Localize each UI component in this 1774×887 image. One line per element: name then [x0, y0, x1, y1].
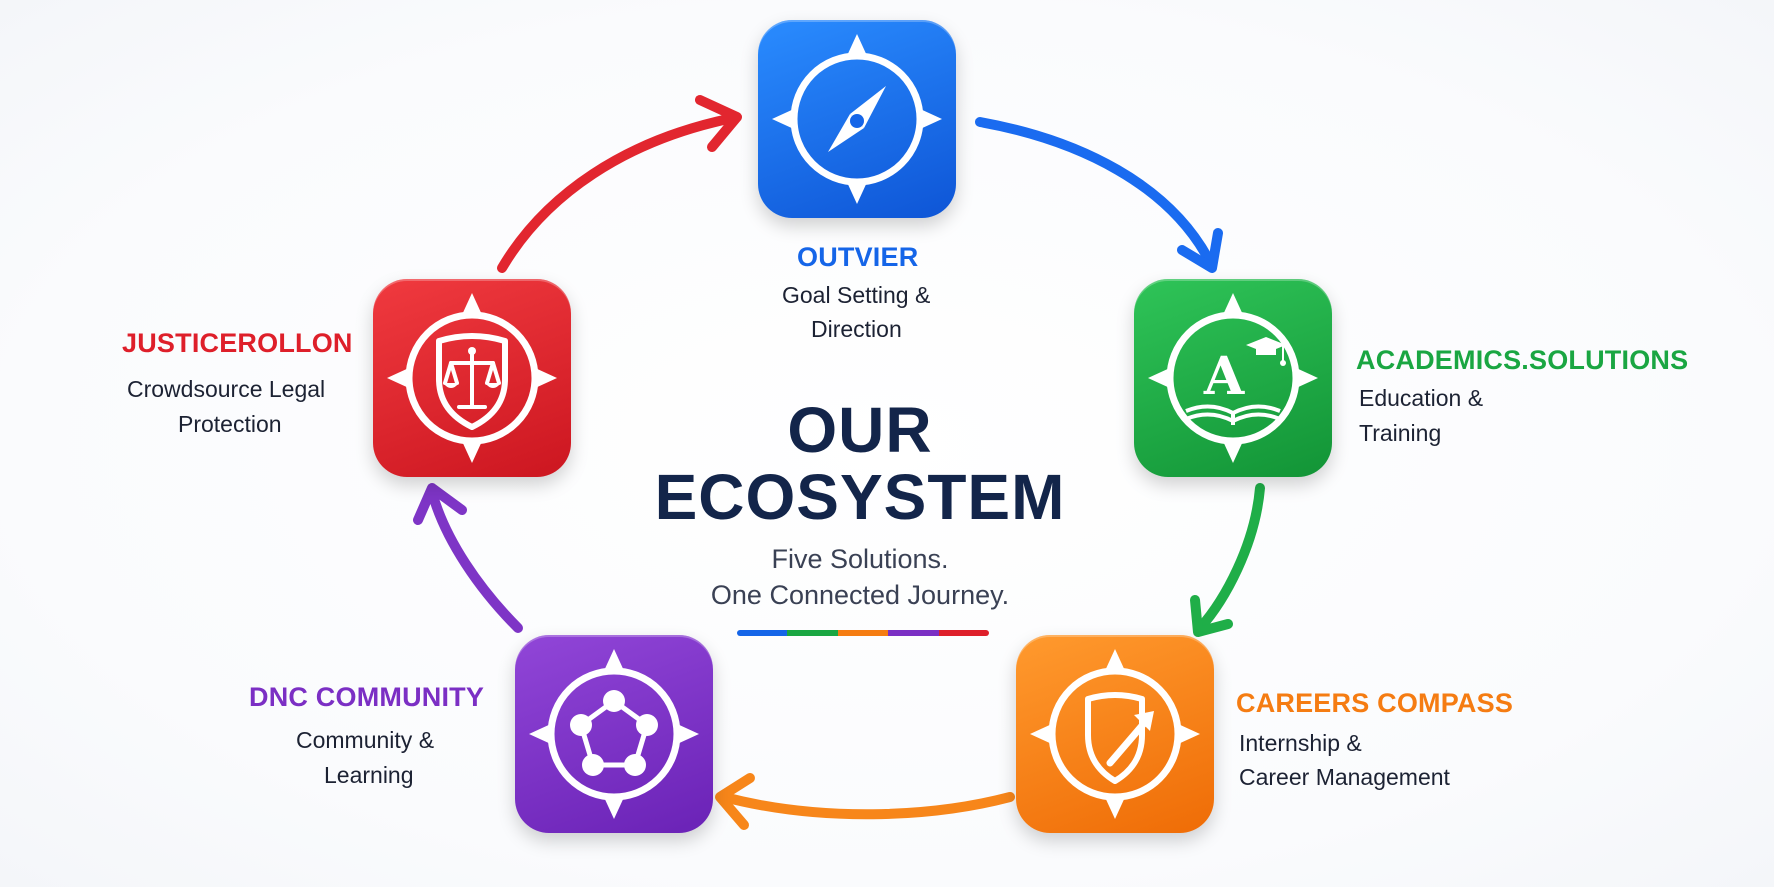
- svg-text:A: A: [1203, 346, 1245, 407]
- justice-desc-line2: Protection: [178, 411, 282, 437]
- ecosystem-title-line1: OUR: [787, 394, 933, 466]
- outvier-tile[interactable]: [758, 20, 956, 218]
- careers-desc-line1: Internship &: [1239, 730, 1362, 756]
- book-graduation-icon: A: [1148, 293, 1318, 463]
- outvier-name: OUTVIER: [797, 242, 919, 272]
- scales-shield-icon: [387, 293, 557, 463]
- ecosystem-title-line2: ECOSYSTEM: [654, 461, 1066, 533]
- outvier-desc-line2: Direction: [811, 316, 902, 342]
- divider-orange: [837, 630, 889, 636]
- careers-name: CAREERS COMPASS: [1236, 688, 1514, 718]
- academics-tile[interactable]: A: [1134, 279, 1332, 477]
- outvier-desc-line1: Goal Setting &: [782, 282, 931, 308]
- divider-blue: [737, 630, 788, 636]
- color-divider: [737, 630, 989, 636]
- compass-icon: [772, 34, 942, 204]
- justice-desc-line1: Crowdsource Legal: [127, 376, 326, 402]
- academics-desc-line1: Education &: [1359, 385, 1484, 411]
- arrow-dnc-to-justice: [413, 483, 523, 633]
- shield-arrow-icon: [1030, 649, 1200, 819]
- ecosystem-subtitle-line2: One Connected Journey.: [710, 580, 1010, 610]
- academics-desc-line2: Training: [1359, 420, 1442, 446]
- arrow-academics-to-careers: [1190, 483, 1265, 637]
- divider-purple: [888, 630, 939, 636]
- dnc-tile[interactable]: [515, 635, 713, 833]
- arrow-outvier-to-academics: [975, 117, 1223, 273]
- academics-name: ACADEMICS.SOLUTIONS: [1356, 345, 1689, 375]
- divider-red: [938, 630, 989, 636]
- dnc-desc-line1: Community &: [296, 727, 435, 753]
- careers-tile[interactable]: [1016, 635, 1214, 833]
- justice-name: JUSTICEROLLON: [122, 328, 353, 358]
- careers-desc-line2: Career Management: [1239, 764, 1450, 790]
- arrow-justice-to-outvier: [497, 95, 742, 273]
- divider-green: [787, 630, 838, 636]
- justice-tile[interactable]: [373, 279, 571, 477]
- dnc-desc-line2: Learning: [324, 762, 414, 788]
- ecosystem-subtitle-line1: Five Solutions.: [771, 544, 949, 574]
- arrow-careers-to-dnc: [715, 773, 1015, 830]
- dnc-name: DNC COMMUNITY: [249, 682, 485, 712]
- network-icon: [529, 649, 699, 819]
